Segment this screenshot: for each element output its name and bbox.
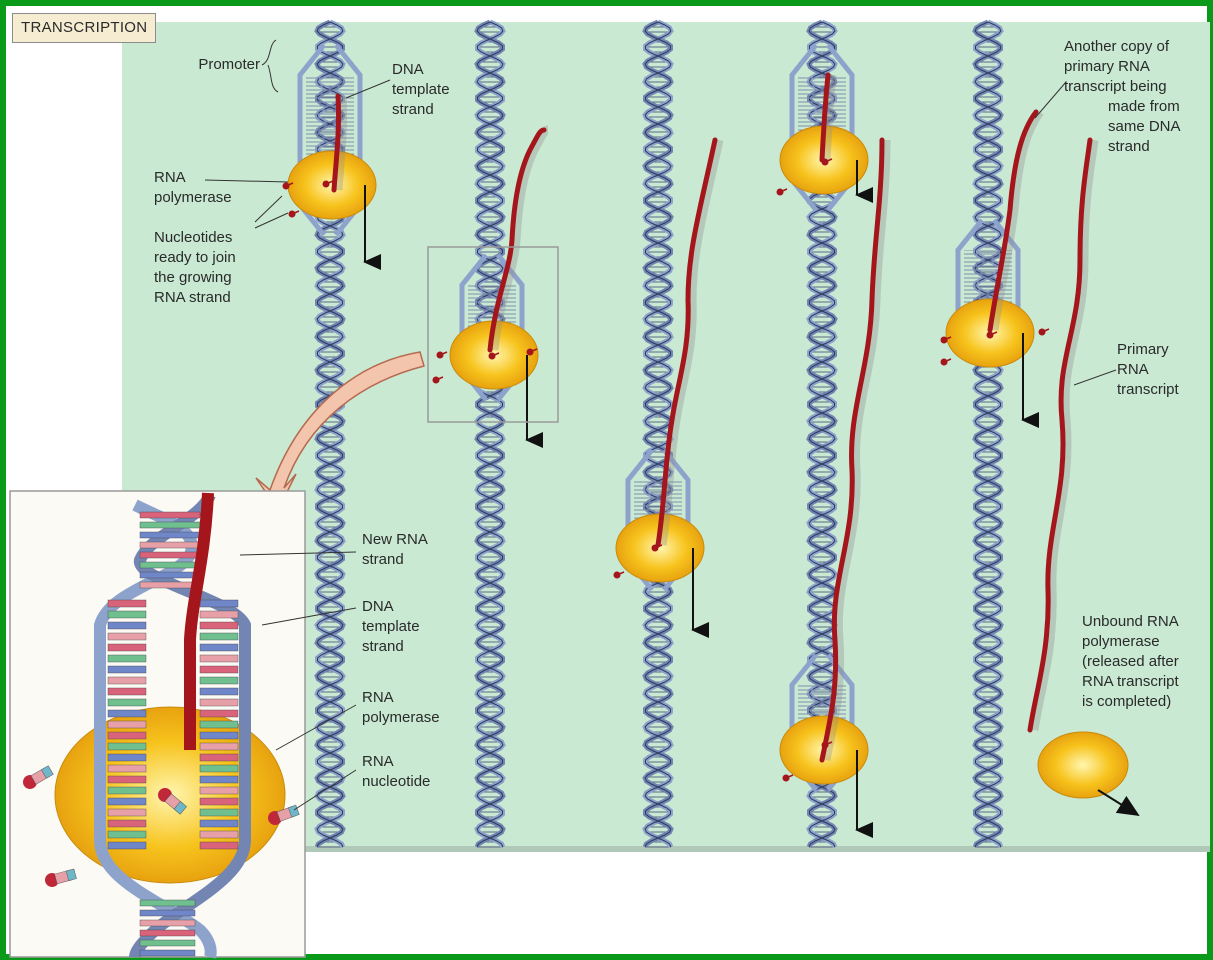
dna-template-strand-label: DNA template strand [392, 60, 450, 120]
another-copy-label-cont: made from same DNA strand [1108, 97, 1181, 157]
new-rna-strand-label: New RNA strand [362, 530, 428, 570]
another-copy-label: Another copy of primary RNA transcript b… [1064, 37, 1169, 97]
primary-rna-transcript-label: Primary RNA transcript [1117, 340, 1179, 400]
nucleotides-ready-label: Nucleotides ready to join the growing RN… [154, 228, 236, 308]
dna-template-strand-inset-label: DNA template strand [362, 597, 420, 657]
rna-polymerase-inset-label: RNA polymerase [362, 688, 440, 728]
unbound-rna-polymerase-label: Unbound RNA polymerase (released after R… [1082, 612, 1179, 712]
promoter-label: Promoter [160, 55, 260, 75]
rna-polymerase-label: RNA polymerase [154, 168, 232, 208]
figure-title: TRANSCRIPTION [12, 13, 156, 43]
rna-nucleotide-label: RNA nucleotide [362, 752, 430, 792]
unbound-polymerase [1038, 732, 1128, 798]
